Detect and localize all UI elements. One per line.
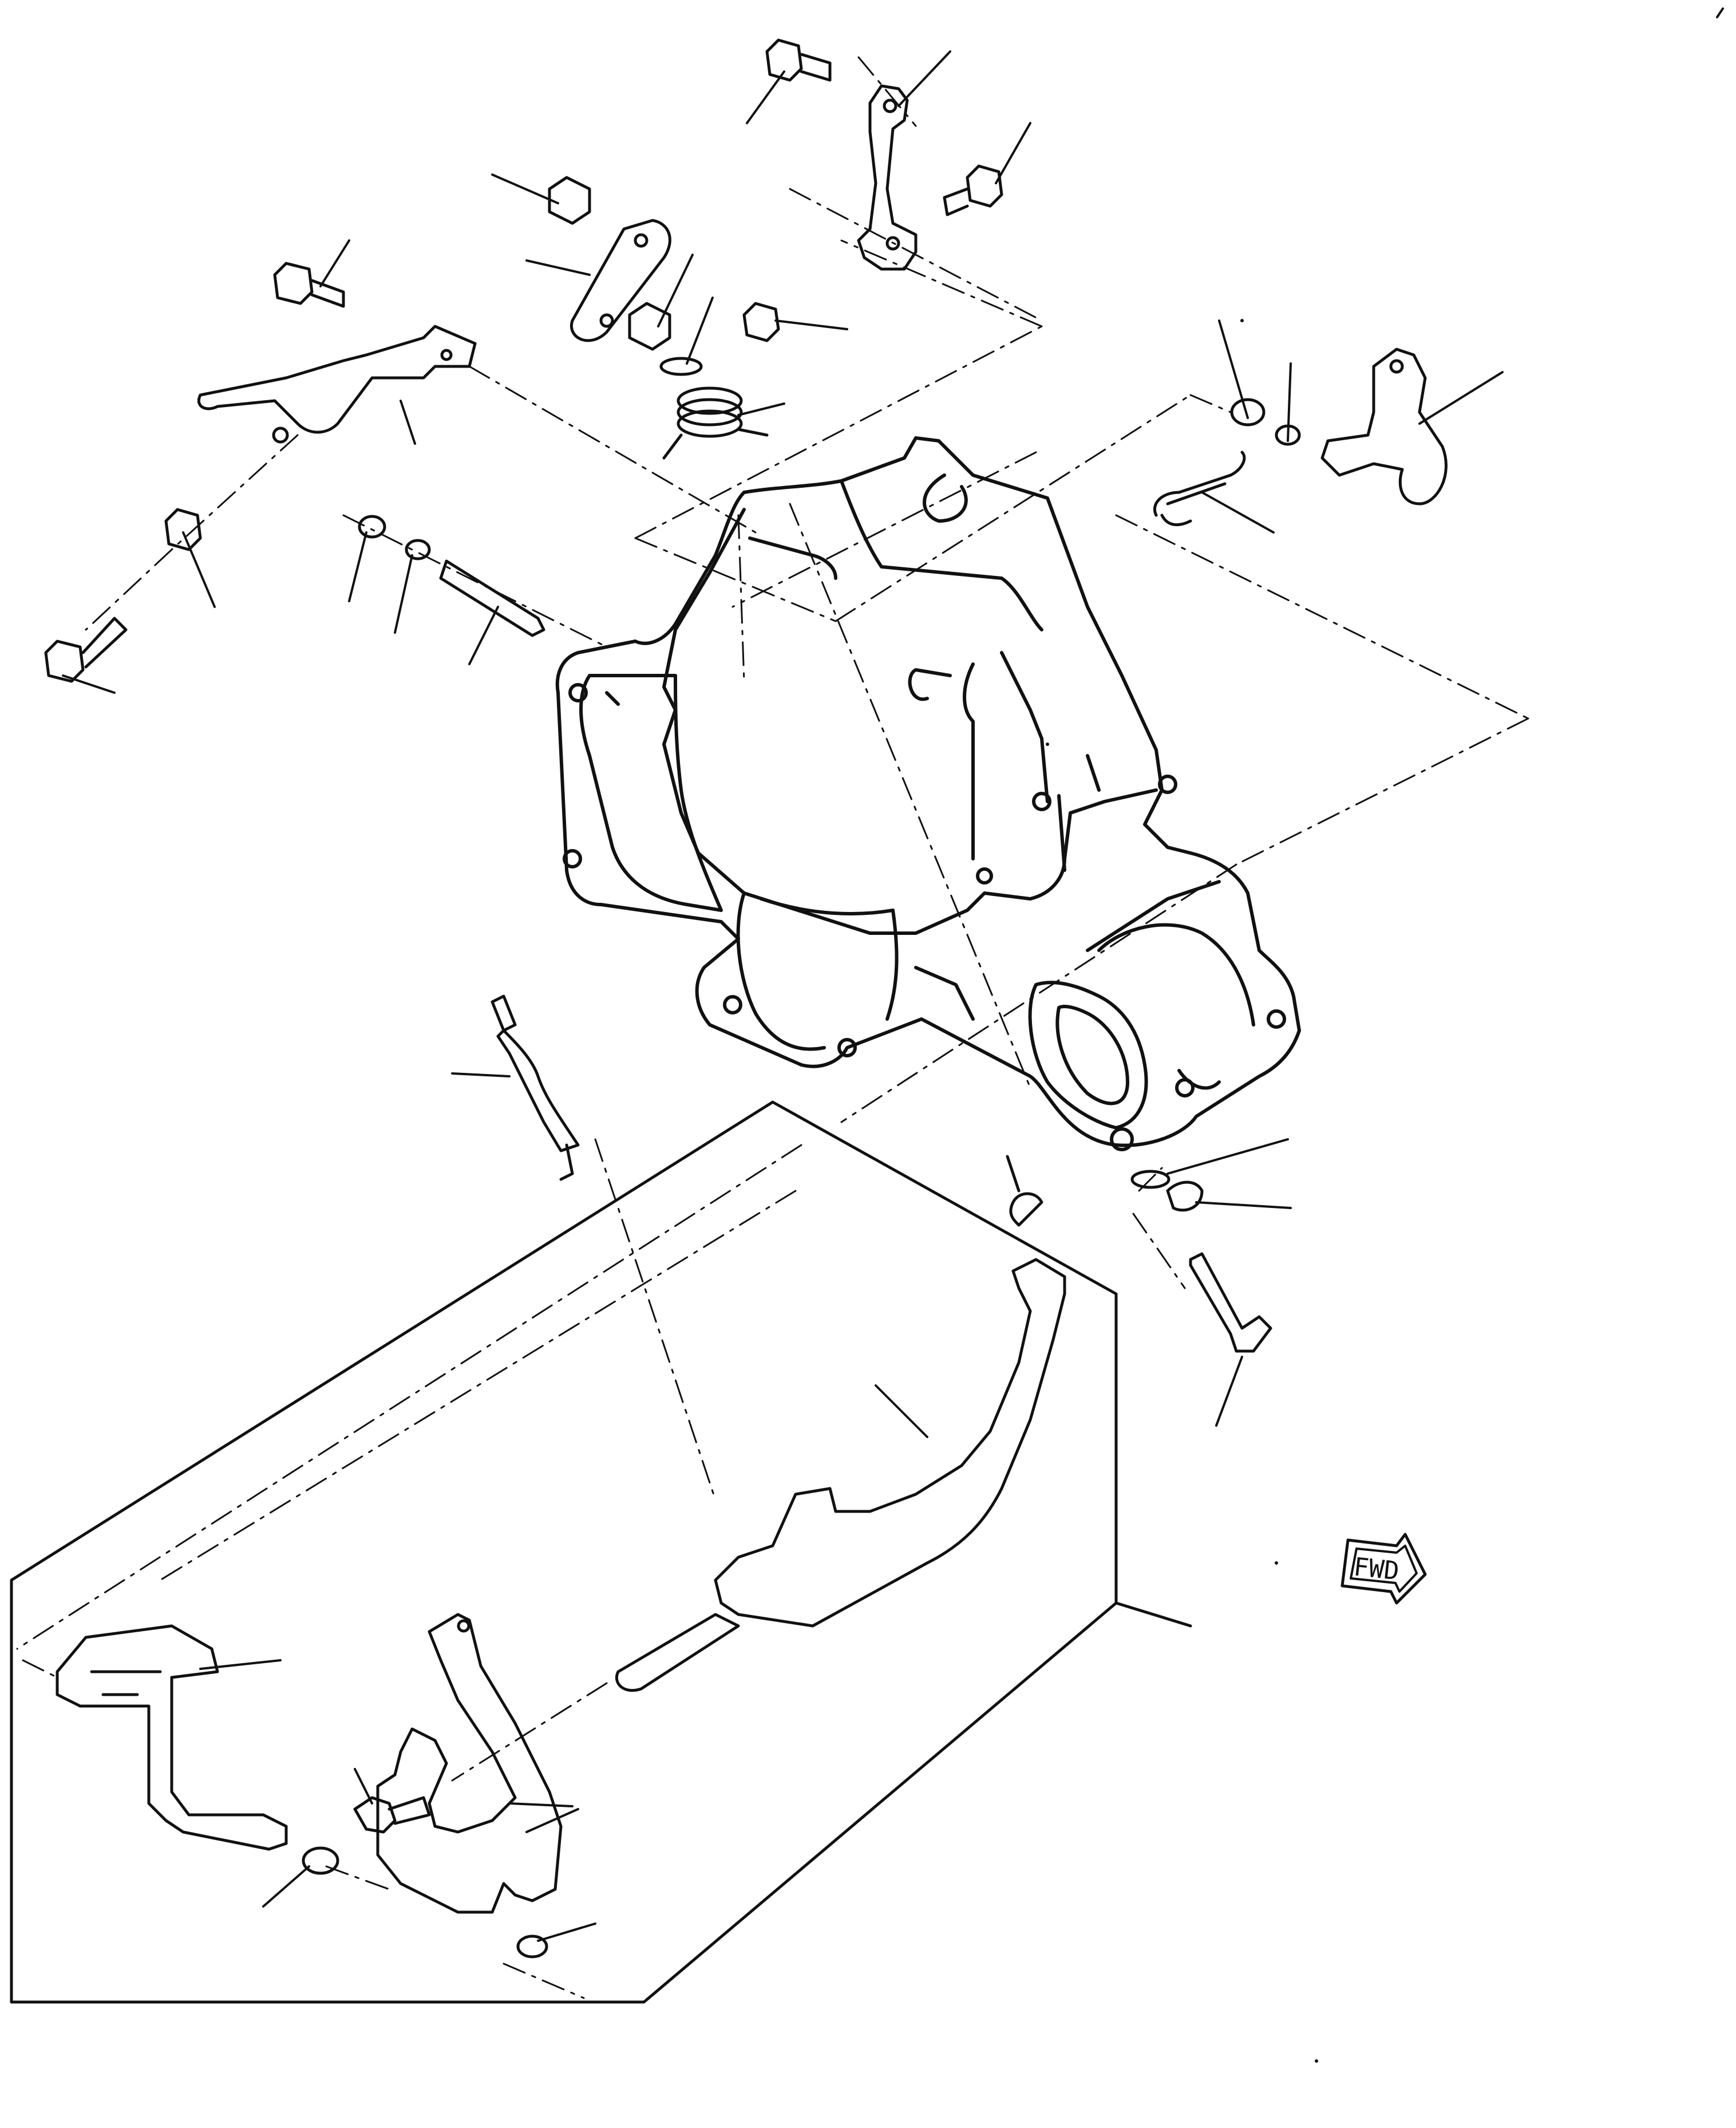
- lower-assembly-panel: [10, 1100, 1192, 2004]
- lower-linkage-parts: [56, 994, 1272, 1959]
- right-upper-parts: [1153, 348, 1448, 527]
- assembly-centerlines: [16, 56, 1529, 1999]
- top-linkage-parts: [44, 38, 1003, 683]
- fwd-label: FWD: [1352, 1552, 1400, 1586]
- fwd-direction-indicator: FWD: [1340, 1533, 1427, 1605]
- transmission-housing: [555, 436, 1301, 1151]
- callout-leader-lines: [62, 7, 1724, 1942]
- scan-specks: [1046, 319, 1318, 2063]
